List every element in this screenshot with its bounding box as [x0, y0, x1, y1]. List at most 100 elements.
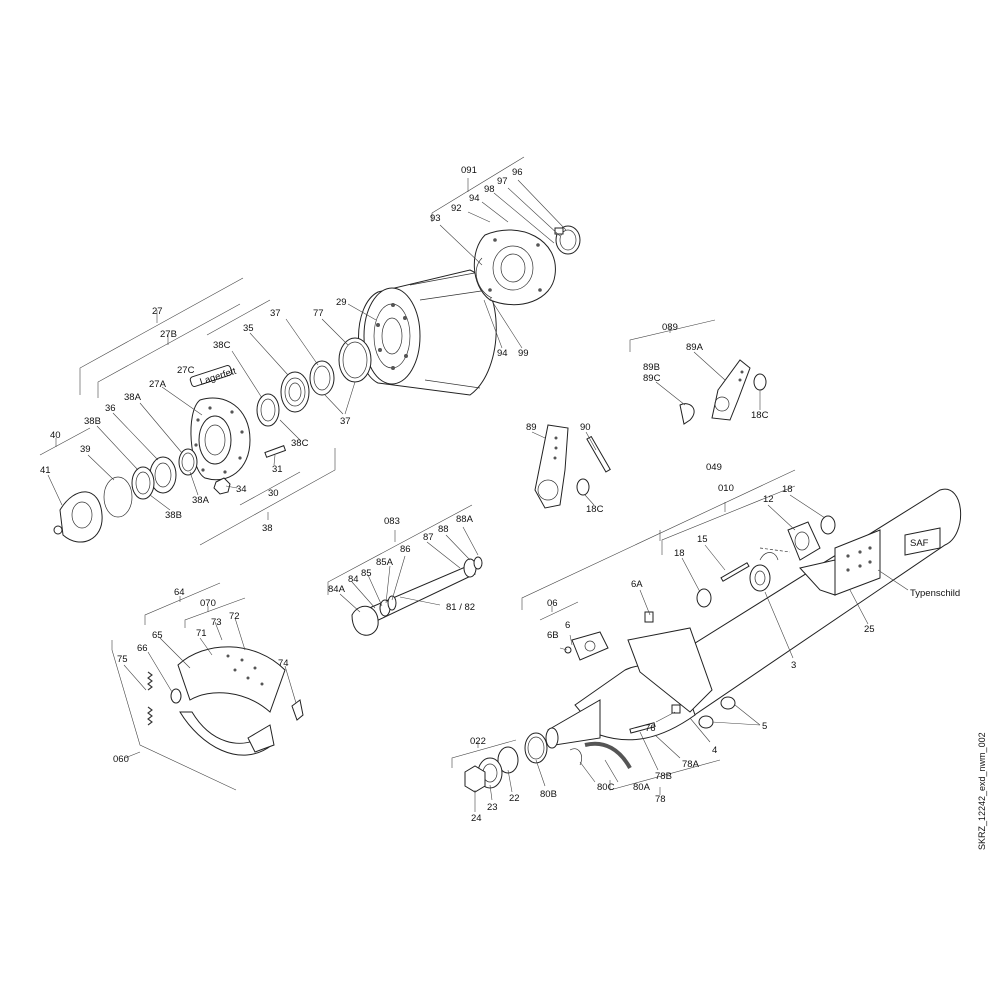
grease-tube — [189, 365, 233, 387]
gasket-39 — [103, 476, 133, 518]
brake-drum — [358, 269, 497, 396]
label-88: 88 — [438, 524, 449, 535]
label-99: 99 — [518, 348, 529, 359]
label-88A: 88A — [456, 514, 474, 525]
label-049: 049 — [706, 462, 722, 473]
roller-66 — [170, 688, 182, 704]
label-27A: 27A — [149, 379, 167, 390]
label-89: 89 — [526, 422, 537, 433]
hose-clamp — [554, 225, 581, 255]
label-27C: 27C — [177, 365, 195, 376]
label-38B-bottom: 38B — [165, 510, 182, 521]
clip-74 — [291, 699, 304, 721]
label-73: 73 — [211, 617, 222, 628]
label-29: 29 — [336, 297, 347, 308]
label-89A: 89A — [686, 342, 704, 353]
label-6: 6 — [565, 620, 570, 631]
label-85: 85 — [361, 568, 372, 579]
label-022: 022 — [470, 736, 486, 747]
label-091: 091 — [461, 165, 477, 176]
slack-adjuster-089 — [679, 359, 767, 425]
label-87: 87 — [423, 532, 434, 543]
label-38B-top: 38B — [84, 416, 101, 427]
label-39: 39 — [80, 444, 91, 455]
label-27: 27 — [152, 306, 163, 317]
brake-shoe-lower — [179, 711, 275, 756]
bolt-15 — [720, 562, 750, 582]
label-72: 72 — [229, 611, 240, 622]
label-27B: 27B — [160, 329, 177, 340]
label-18C-lower: 18C — [586, 504, 604, 515]
brake-shoe-upper — [177, 646, 286, 713]
label-06: 06 — [547, 598, 558, 609]
wheel-hub — [190, 397, 251, 481]
label-81-82: 81 / 82 — [446, 602, 475, 613]
label-96: 96 — [512, 167, 523, 178]
seal-38C — [256, 393, 280, 427]
ring-38A — [178, 448, 198, 476]
slack-adjuster-89 — [534, 424, 611, 509]
wheel-stud — [264, 445, 287, 458]
leader-lines — [47, 179, 909, 812]
drawing-code: SKRZ_12242_exd_nwm_002 — [977, 732, 987, 850]
label-89B: 89B — [643, 362, 660, 373]
bracket-12 — [787, 521, 821, 561]
label-85A: 85A — [376, 557, 394, 568]
label-84A: 84A — [328, 584, 346, 595]
label-12: 12 — [763, 494, 774, 505]
label-22: 22 — [509, 793, 520, 804]
group-brackets — [39, 156, 796, 795]
ring-80C — [569, 748, 583, 766]
label-typenschild: Typenschild — [910, 588, 960, 599]
label-18-upper: 18 — [782, 484, 793, 495]
label-38C-bottom: 38C — [291, 438, 309, 449]
label-41: 41 — [40, 465, 51, 476]
label-15: 15 — [697, 534, 708, 545]
label-37-bottom: 37 — [340, 416, 351, 427]
label-plate-25 — [799, 529, 881, 596]
label-18-lower: 18 — [674, 548, 685, 559]
label-6B: 6B — [547, 630, 559, 641]
part-labels: 091 96 97 98 94 92 93 94 99 27 27B 29 77… — [40, 165, 960, 824]
label-94-top: 94 — [469, 193, 480, 204]
label-31: 31 — [272, 464, 283, 475]
label-23: 23 — [487, 802, 498, 813]
seal-80B — [524, 732, 548, 764]
label-3: 3 — [791, 660, 796, 671]
label-66: 66 — [137, 643, 148, 654]
label-84: 84 — [348, 574, 359, 585]
label-34: 34 — [236, 484, 247, 495]
label-98: 98 — [484, 184, 495, 195]
seal-ring-77 — [338, 337, 372, 383]
label-93: 93 — [430, 213, 441, 224]
label-010: 010 — [718, 483, 734, 494]
label-80C: 80C — [597, 782, 615, 793]
dust-cover-plate — [473, 229, 556, 306]
label-77: 77 — [313, 308, 324, 319]
label-060: 060 — [113, 754, 129, 765]
nameplate-logo: SAF — [910, 538, 929, 549]
label-80B: 80B — [540, 789, 557, 800]
label-78: 78 — [655, 794, 666, 805]
label-86: 86 — [400, 544, 411, 555]
label-80A: 80A — [633, 782, 651, 793]
label-4: 4 — [712, 745, 717, 756]
label-92: 92 — [451, 203, 462, 214]
label-38A-top: 38A — [124, 392, 142, 403]
label-78A: 78A — [682, 759, 700, 770]
label-5: 5 — [762, 721, 767, 732]
label-89C: 89C — [643, 373, 661, 384]
nameplate: SAF — [904, 527, 941, 556]
bearing-35 — [280, 371, 310, 413]
label-35: 35 — [243, 323, 254, 334]
label-070: 070 — [200, 598, 216, 609]
label-75: 75 — [117, 654, 128, 665]
bushing-18 — [696, 515, 836, 608]
label-65: 65 — [152, 630, 163, 641]
label-38A-bottom: 38A — [192, 495, 210, 506]
label-37-top: 37 — [270, 308, 281, 319]
label-64: 64 — [174, 587, 185, 598]
ring-37 — [309, 360, 335, 396]
